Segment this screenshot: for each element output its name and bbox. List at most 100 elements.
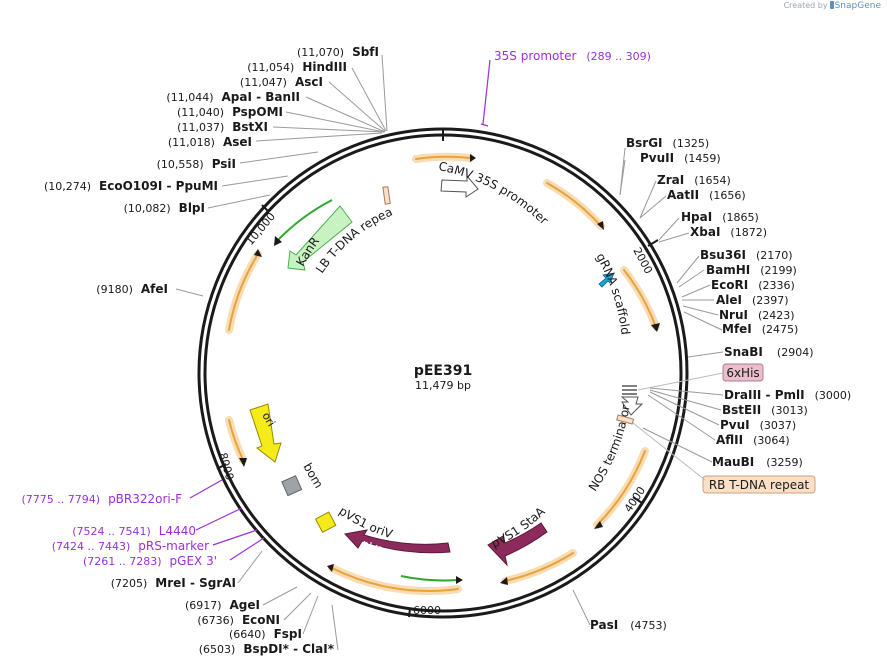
- rb-tdna-repeat-connector: [632, 422, 706, 481]
- snapgene-brand: Created by SnapGene: [784, 1, 881, 11]
- orf-arrowhead-2: [597, 221, 604, 230]
- enzyme-hpai: HpaI(1865): [681, 210, 759, 224]
- bom-box: [281, 475, 303, 497]
- orf-arc-2: [546, 182, 602, 227]
- tick-label-10000: 10,000: [243, 210, 278, 248]
- orf-arc-3: [623, 269, 657, 328]
- enzyme-sbfi: (11,070)SbfI: [297, 45, 379, 59]
- pvs1-repa-arrow: [344, 529, 451, 554]
- enzyme-asci: (11,047)AscI: [240, 75, 323, 89]
- enzyme-psppomi: (11,040)PspOMI: [177, 105, 283, 119]
- enzyme-ecoo109i-ppumi: (10,274)EcoO109I - PpuMI: [44, 179, 218, 193]
- enzyme-pvui: PvuI(3037): [720, 418, 796, 432]
- primer-labels: 35S promoter(289 .. 309) (7775 .. 7794)p…: [22, 49, 651, 568]
- enzyme-apai-banii: (11,044)ApaI - BanII: [166, 90, 300, 104]
- snapgene-logo-text: SnapGene: [834, 1, 881, 11]
- enzyme-draiii-pmli: DraIII - PmlI(3000): [724, 388, 851, 402]
- primer-pbr322ori-f: (7775 .. 7794)pBR322ori-F: [22, 492, 183, 506]
- rb-tdna-repeat-marker: [616, 414, 635, 425]
- orf-arrowhead-8: [239, 458, 247, 467]
- rb-tdna-repeat-label: RB T-DNA repeat: [709, 478, 810, 492]
- orf-arrowhead-5: [500, 577, 508, 585]
- enzyme-bsteii: BstEII(3013): [722, 403, 808, 417]
- enzyme-xbai: XbaI(1872): [690, 225, 767, 239]
- kanr-arrow: [287, 205, 353, 271]
- orf-arc-1: [415, 155, 471, 160]
- enzyme-nrui: NruI(2423): [719, 308, 795, 322]
- primer-pgex3: (7261 .. 7283)pGEX 3': [83, 554, 217, 568]
- enzyme-pvuii: PvuII(1459): [640, 151, 721, 165]
- bom-label: bom: [300, 461, 325, 491]
- enzyme-aatii: AatII(1656): [667, 188, 746, 202]
- tick-2000-mark: [647, 239, 659, 247]
- enzyme-hindiii: (11,054)HindIII: [247, 60, 347, 74]
- green-orf-arrowhead: [456, 576, 463, 584]
- kanr-green-arrowhead: [274, 236, 282, 246]
- enzyme-agei: (6917)AgeI: [185, 598, 260, 612]
- tick-10000-mark: [261, 204, 270, 213]
- primer-l4440-connector: [195, 507, 243, 531]
- primer-prs-marker-connector: [212, 529, 258, 546]
- orf-arc-5: [504, 552, 574, 582]
- orf-arc-6: [331, 567, 459, 592]
- ori-arrow: [249, 403, 282, 463]
- primer-pgex3-connector: [229, 537, 265, 561]
- his-tag-label-box: [722, 363, 764, 382]
- primer-markers: [189, 59, 491, 561]
- primer-pbr322ori-f-connector: [189, 479, 223, 499]
- tick-label-6000: 6000: [413, 604, 441, 617]
- orf-arc-7: [228, 253, 259, 331]
- enzyme-aflii: AflII(3064): [716, 433, 790, 447]
- enzyme-psii: (10,558)PsiI: [157, 157, 236, 171]
- camv-35s-promoter-label: CaMV 35S promoter: [437, 159, 551, 227]
- enzyme-mfei: MfeI(2475): [722, 322, 798, 336]
- created-by-text: Created by: [783, 1, 828, 10]
- camv-35s-promoter-arrow: [440, 174, 479, 198]
- enzyme-zrai: ZraI(1654): [657, 173, 731, 187]
- primer-35s-mark: [480, 123, 489, 127]
- primer-l4440: (7524 .. 7541)L4440: [72, 524, 196, 538]
- pvs1-oriv-box: [314, 511, 337, 534]
- enzyme-mrei-sgrai: (7205)MreI - SgrAI: [111, 576, 236, 590]
- plasmid-size: 11,479 bp: [415, 379, 471, 392]
- rb-tdna-repeat-label-box: [702, 475, 816, 494]
- orf-arrowhead-7: [254, 249, 262, 257]
- enzyme-snabi: SnaBI(2904): [724, 345, 813, 359]
- primer-prs-marker: (7424 .. 7443)pRS-marker: [52, 539, 209, 553]
- grna-scaffold-arrow: [598, 272, 615, 288]
- orf-arc-4: [596, 450, 646, 526]
- orf-arrowhead-3: [651, 323, 660, 332]
- ori-label: ori: [259, 410, 277, 429]
- enzyme-pasi: PasI(4753): [590, 618, 667, 632]
- snapgene-logo-icon: [829, 1, 834, 9]
- nos-terminator-arrow: [620, 396, 644, 416]
- his-tag-connector: [637, 372, 724, 391]
- primer-35s-connector: [482, 59, 491, 125]
- enzyme-bsrgi: BsrGI(1325): [626, 136, 709, 150]
- enzyme-afei: (9180)AfeI: [96, 282, 168, 296]
- enzyme-labels: (11,070)SbfI (11,054)HindIII (11,047)Asc…: [44, 45, 851, 656]
- enzyme-maubi: MauBI(3259): [712, 455, 803, 469]
- enzyme-alei: AleI(2397): [716, 293, 789, 307]
- primer-35s-promoter: 35S promoter(289 .. 309): [494, 49, 651, 63]
- plasmid-name: pEE391: [414, 363, 472, 379]
- enzyme-bstxi: (11,037)BstXI: [177, 120, 268, 134]
- enzyme-blpi: (10,082)BlpI: [124, 201, 205, 215]
- enzyme-asei: (11,018)AseI: [168, 135, 252, 149]
- enzyme-bsu36i: Bsu36I(2170): [700, 248, 793, 262]
- tick-6000-mark: [408, 607, 411, 618]
- backbone: [197, 127, 689, 619]
- enzyme-bspdi-clai: (6503)BspDI* - ClaI*: [199, 642, 335, 656]
- enzyme-econi: (6736)EcoNI: [197, 613, 280, 627]
- enzyme-connectors: [175, 54, 724, 651]
- orf-arcs: [225, 152, 660, 595]
- orf-arrowhead-1: [470, 154, 476, 162]
- enzyme-bamhi: BamHI(2199): [706, 263, 797, 277]
- green-orf-arc: [400, 575, 459, 582]
- orf-arrowhead-4: [594, 521, 603, 529]
- tick-4000-mark: [632, 496, 643, 504]
- pvs1-staa-arrow: [487, 522, 548, 567]
- grna-scaffold-label: gRNA scaffold: [593, 251, 632, 336]
- his-tag-label: 6xHis: [726, 366, 759, 380]
